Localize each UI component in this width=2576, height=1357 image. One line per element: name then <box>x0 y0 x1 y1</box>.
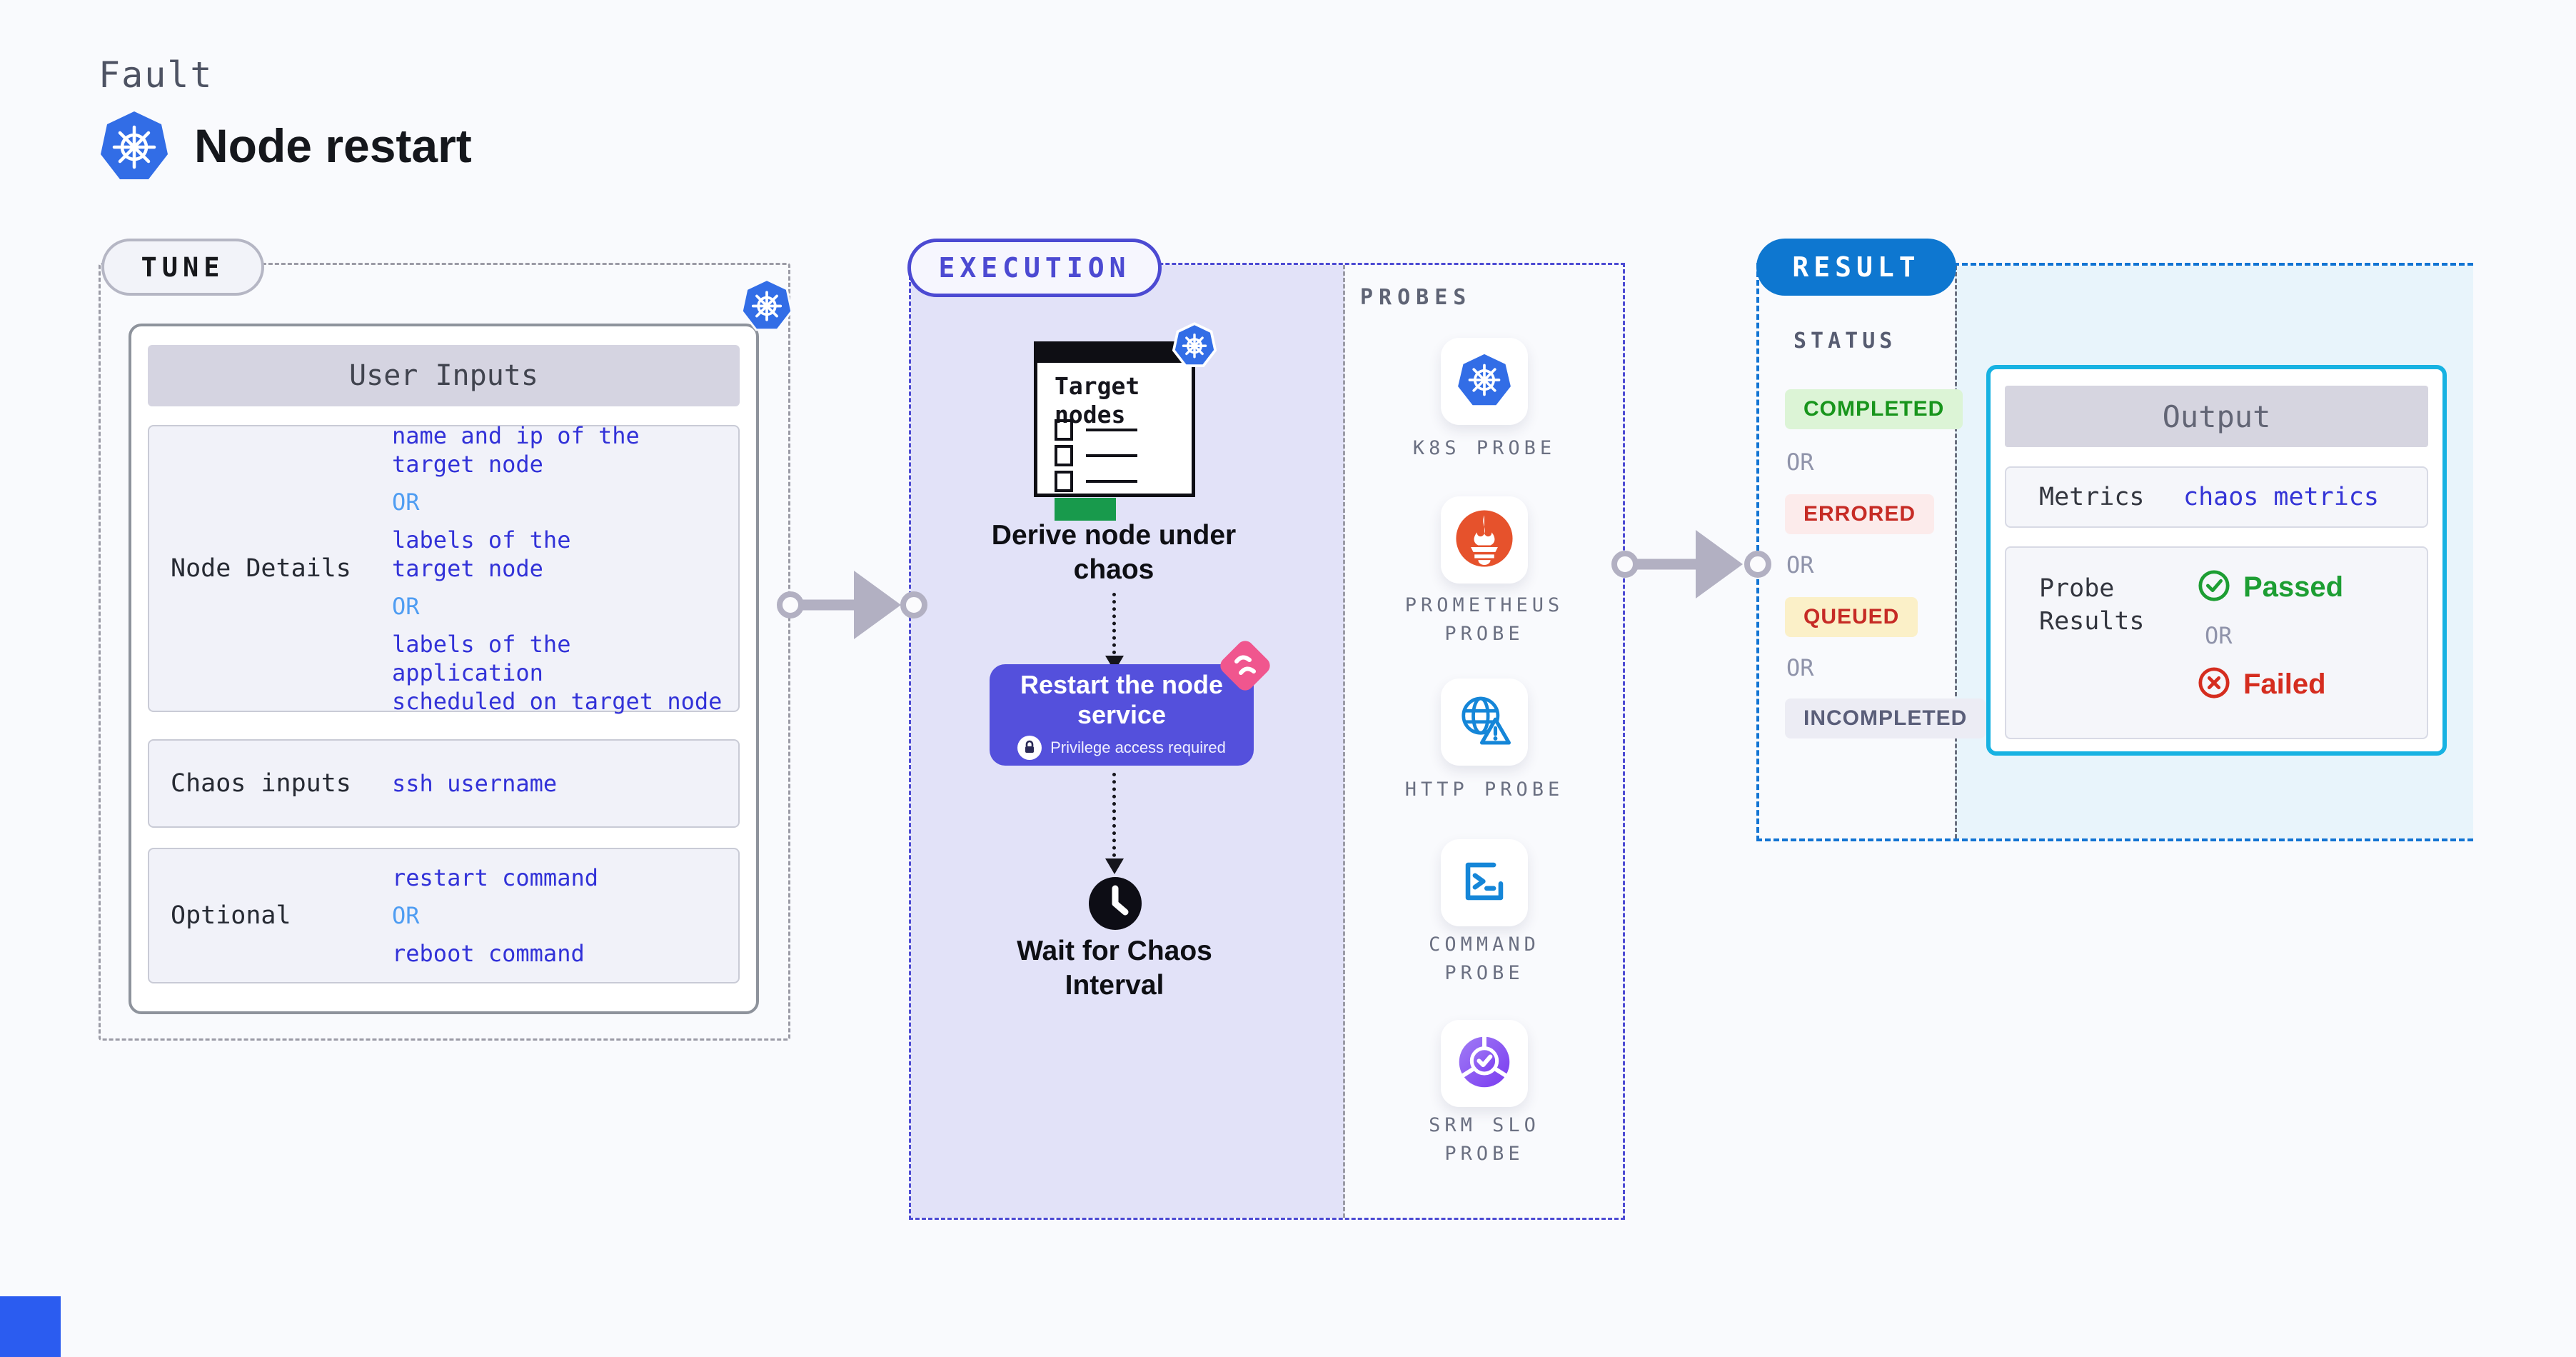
kubernetes-icon <box>99 109 170 183</box>
probe-label: SRM SLO PROBE <box>1429 1114 1540 1165</box>
status-badge-queued: QUEUED <box>1785 597 1918 637</box>
or-separator: OR <box>1786 654 1814 681</box>
probe-card-command <box>1441 839 1528 926</box>
input-row-optional: Optional restart command OR reboot comma… <box>148 848 740 983</box>
or-separator: OR <box>392 489 420 516</box>
output-row-probe-results: Probe Results Passed OR <box>2005 546 2428 739</box>
fault-kicker: Fault <box>99 54 213 96</box>
passed-label: Passed <box>2243 571 2344 603</box>
input-value: restart command <box>392 864 598 891</box>
kubernetes-icon <box>1172 321 1217 369</box>
wait-step-label: Wait for Chaos Interval <box>1017 936 1212 1001</box>
or-separator: OR <box>392 902 420 929</box>
flow-connector <box>1112 593 1116 654</box>
checkbox-icon <box>1055 445 1073 466</box>
probe-card-k8s <box>1441 338 1528 425</box>
probe-outcomes: Passed OR Failed <box>2198 548 2343 702</box>
input-row-label: Optional <box>171 901 291 930</box>
tune-section-box <box>99 263 790 1041</box>
target-nodes-card: Target nodes <box>1034 341 1195 521</box>
or-separator: OR <box>1786 449 1814 476</box>
tune-pill: TUNE <box>101 239 264 296</box>
kubernetes-icon <box>1455 351 1514 412</box>
user-inputs-header: User Inputs <box>148 345 740 406</box>
status-badge-errored: ERRORED <box>1785 494 1935 534</box>
execution-pill: EXECUTION <box>907 239 1162 297</box>
output-card: Output Metrics chaos metrics Probe Resul… <box>1986 365 2447 756</box>
result-pill: RESULT <box>1756 239 1956 296</box>
input-row-node-details: Node Details name and ip of the target n… <box>148 422 740 715</box>
arrow-down-icon <box>1105 858 1124 874</box>
privilege-note: Privilege access required <box>1050 738 1226 756</box>
restart-step-title: Restart the node service <box>1020 670 1224 729</box>
status-badge-incompleted: INCOMPLETED <box>1785 698 1986 738</box>
user-inputs-card: User Inputs Node Details name and ip of … <box>129 324 759 1014</box>
derive-step-label: Derive node under chaos <box>991 520 1237 585</box>
input-value: reboot command <box>392 940 585 967</box>
probe-label: PROMETHEUS PROBE <box>1404 594 1564 645</box>
prometheus-icon <box>1454 508 1515 572</box>
output-row-label: Metrics <box>2039 483 2145 511</box>
probe-card-srm-slo <box>1441 1020 1528 1107</box>
restart-node-service-step: Restart the node service Privilege acces… <box>990 664 1254 766</box>
metrics-value: chaos metrics <box>2183 483 2379 511</box>
lock-icon <box>1017 736 1042 760</box>
probe-card-http <box>1441 678 1528 766</box>
probes-label: PROBES <box>1360 285 1472 310</box>
clock-icon <box>1089 877 1142 930</box>
flow-arrow-probes-to-result <box>1611 530 1771 599</box>
checkbox-icon <box>1055 471 1073 492</box>
input-value: ssh username <box>392 770 558 797</box>
page-title: Node restart <box>194 119 472 172</box>
output-row-metrics: Metrics chaos metrics <box>2005 466 2428 528</box>
http-globe-icon <box>1454 690 1515 754</box>
kubernetes-icon <box>740 277 793 333</box>
input-value: name and ip of the target node <box>392 422 640 478</box>
result-divider <box>1955 266 1957 838</box>
probe-label: COMMAND PROBE <box>1429 933 1540 984</box>
target-card-title: Target nodes <box>1055 372 1140 429</box>
target-card-topbar <box>1037 344 1192 363</box>
failed-label: Failed <box>2243 668 2326 700</box>
input-row-chaos-inputs: Chaos inputs ssh username <box>148 739 740 828</box>
privilege-note-row: Privilege access required <box>1017 736 1226 760</box>
x-circle-icon <box>2198 666 2230 702</box>
title-row: Node restart <box>99 109 472 183</box>
status-label: STATUS <box>1793 329 1897 354</box>
progress-bar <box>1055 498 1116 521</box>
checkbox-icon <box>1055 419 1073 441</box>
terminal-icon <box>1455 852 1514 913</box>
input-row-values: ssh username <box>392 752 561 815</box>
or-separator: OR <box>1786 551 1814 579</box>
flow-arrow-tune-to-execution <box>777 571 927 639</box>
input-row-values: name and ip of the target node OR labels… <box>392 404 738 733</box>
output-row-label: Probe Results <box>2039 574 2145 636</box>
input-row-label: Node Details <box>171 554 351 583</box>
probe-label: HTTP PROBE <box>1404 778 1564 801</box>
status-badge-completed: COMPLETED <box>1785 389 1963 429</box>
input-row-values: restart command OR reboot command <box>392 846 603 985</box>
checklist-row <box>1055 419 1137 441</box>
outcome-failed: Failed <box>2198 666 2343 702</box>
output-header: Output <box>2005 386 2428 447</box>
flow-connector <box>1112 773 1116 857</box>
checklist-row <box>1055 471 1137 492</box>
checklist-row <box>1055 445 1137 466</box>
input-row-label: Chaos inputs <box>171 769 351 798</box>
input-value: labels of the application scheduled on t… <box>392 631 723 715</box>
probe-label: K8S PROBE <box>1412 437 1556 459</box>
srm-slo-icon <box>1454 1032 1514 1095</box>
outcome-passed: Passed <box>2198 569 2343 605</box>
input-value: labels of the target node <box>392 526 571 582</box>
blue-corner-block <box>0 1296 61 1357</box>
or-separator: OR <box>2205 622 2233 649</box>
probes-divider <box>1343 265 1345 1218</box>
probe-card-prometheus <box>1441 496 1528 584</box>
or-separator: OR <box>392 593 420 620</box>
chaos-flag-icon <box>1217 637 1274 694</box>
check-circle-icon <box>2198 569 2230 605</box>
